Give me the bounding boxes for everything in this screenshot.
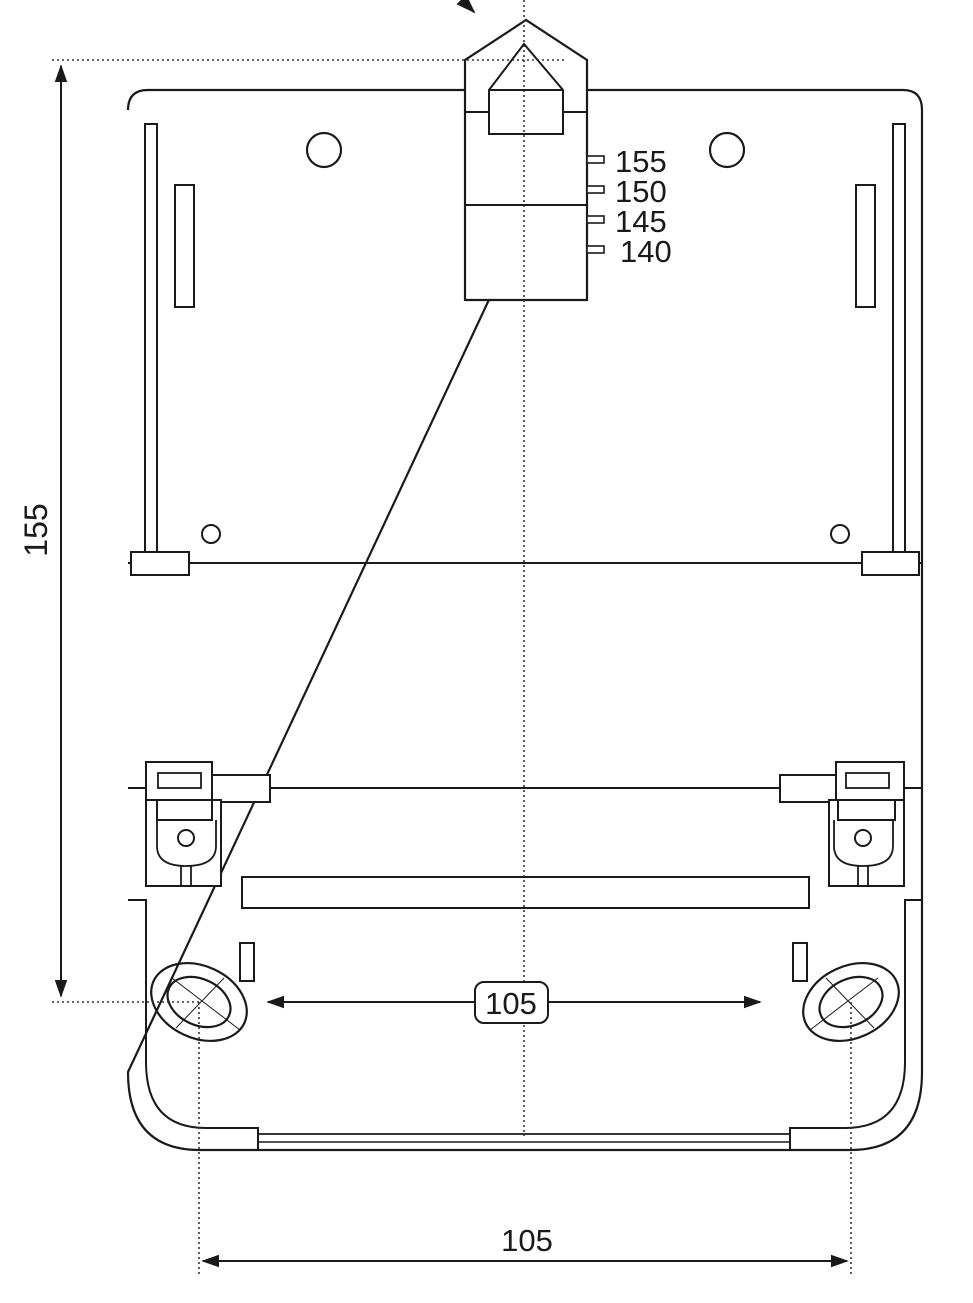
left-slot	[174, 184, 195, 308]
upper-right-hole	[708, 131, 746, 169]
housing-outline	[126, 88, 924, 1152]
lower-left-slot	[239, 942, 255, 982]
left-small-hole	[201, 524, 221, 544]
left-latch	[145, 761, 271, 887]
scale-label-140: 140	[620, 234, 672, 269]
bottom-width-label: 105	[501, 1223, 553, 1258]
left-mounting-hole	[150, 962, 248, 1042]
left-mid-clip	[130, 551, 190, 576]
height-dimension-label: 155	[18, 503, 54, 556]
right-small-hole	[830, 524, 850, 544]
mid-separator	[128, 551, 922, 576]
hanger-tab	[463, 18, 605, 302]
upper-left-hole	[305, 131, 343, 169]
left-rail	[144, 123, 158, 553]
right-slot	[855, 184, 876, 308]
lower-right-slot	[792, 942, 808, 982]
scale-label-145: 145	[615, 204, 667, 239]
inner-width-label: 105	[485, 986, 537, 1021]
right-mounting-hole	[802, 962, 900, 1042]
scale-label-155: 155	[615, 144, 667, 179]
right-rail	[892, 123, 906, 553]
right-mid-clip	[861, 551, 920, 576]
construction-lines	[52, 0, 852, 1275]
right-latch	[779, 761, 905, 887]
scale-label-150: 150	[615, 174, 667, 209]
scale-tick-155	[586, 155, 605, 164]
pointer-arrow	[456, 0, 476, 14]
scale-tick-150	[586, 185, 605, 194]
terminal-bar	[241, 876, 810, 909]
inner-width-dimension	[266, 981, 762, 1024]
scale-tick-145	[586, 215, 605, 224]
scale-tick-140	[586, 245, 605, 254]
